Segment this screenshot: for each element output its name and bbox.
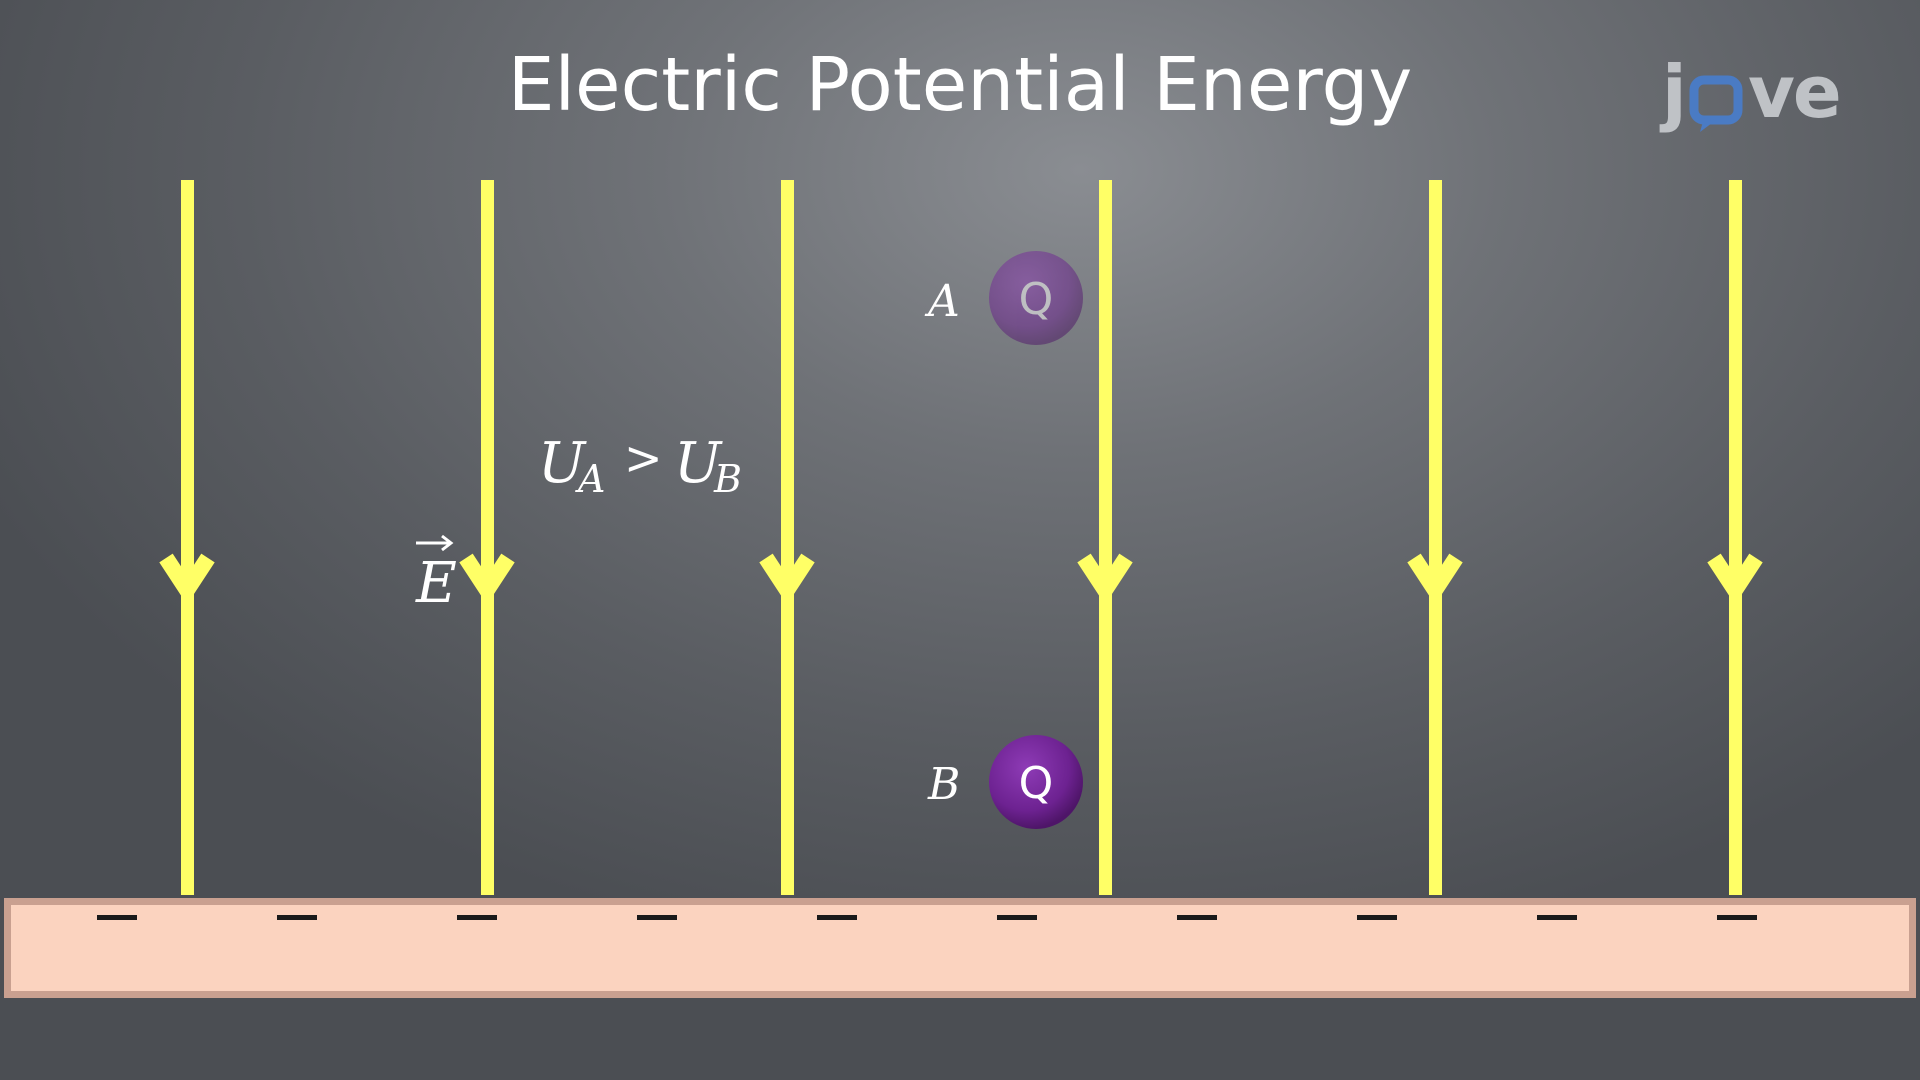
field-line-1	[159, 180, 215, 895]
logo-letter-j: j	[1662, 50, 1687, 134]
minus-sign	[1177, 915, 1217, 920]
field-line-5	[1407, 180, 1463, 895]
electric-field-label: E	[415, 534, 457, 616]
logo-letters-ve: ve	[1748, 50, 1842, 134]
minus-sign	[277, 915, 317, 920]
relation-u-a: U	[538, 431, 587, 496]
relation-u-b: U	[674, 431, 723, 496]
minus-sign	[1717, 915, 1757, 920]
charge-b-symbol: Q	[1019, 758, 1054, 809]
relation-sub-b: B	[713, 457, 742, 501]
field-line-3	[759, 180, 815, 895]
point-a: A Q	[924, 251, 1083, 345]
minus-sign	[1357, 915, 1397, 920]
field-symbol: E	[415, 551, 457, 616]
minus-sign	[457, 915, 497, 920]
charge-b: Q	[989, 735, 1083, 829]
point-b: B Q	[927, 735, 1083, 829]
point-a-label: A	[924, 276, 960, 327]
charge-a-symbol: Q	[1019, 274, 1054, 325]
field-line-2	[459, 180, 515, 895]
minus-sign	[637, 915, 677, 920]
minus-sign	[97, 915, 137, 920]
potential-energy-relation: U A > U B	[538, 431, 742, 501]
jove-logo: j ve	[1656, 46, 1846, 156]
minus-sign	[1537, 915, 1577, 920]
relation-operator: >	[624, 431, 663, 485]
minus-sign	[997, 915, 1037, 920]
minus-sign	[817, 915, 857, 920]
point-b-label: B	[927, 759, 960, 810]
speech-bubble-o-icon	[1689, 75, 1743, 132]
relation-sub-a: A	[575, 457, 605, 501]
field-line-4	[1077, 180, 1133, 895]
negative-plate	[4, 898, 1916, 998]
field-line-6	[1707, 180, 1763, 895]
slide-title: Electric Potential Energy	[507, 42, 1413, 128]
charge-a-ghost: Q	[989, 251, 1083, 345]
